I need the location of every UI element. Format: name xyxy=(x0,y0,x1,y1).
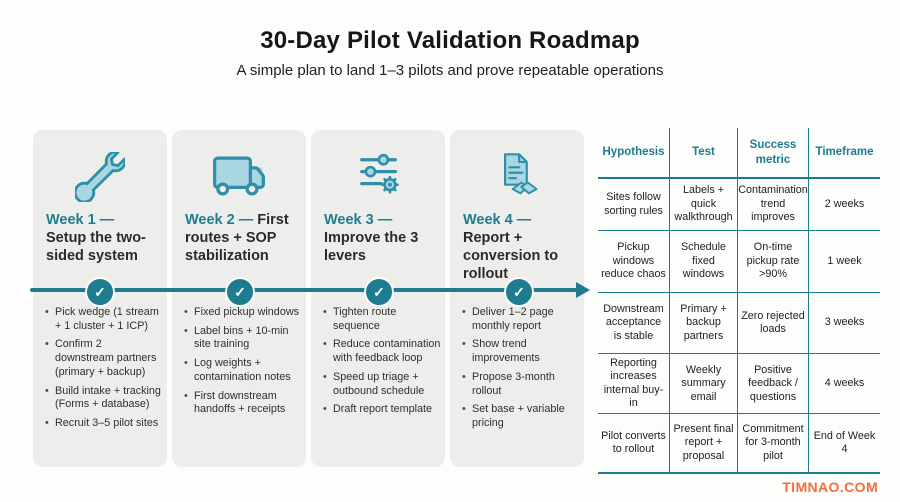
list-item: First downstream handoffs + receipts xyxy=(183,390,302,417)
table-cell: 4 weeks xyxy=(808,354,880,414)
list-item: Label bins + 10-min site training xyxy=(183,325,302,352)
table-cell: On-time pickup rate >90% xyxy=(737,231,808,292)
table-cell: Contamination trend improves xyxy=(737,179,808,230)
week1-title: Week 1 — Setup the two-sided system xyxy=(46,212,146,264)
column-header: Timeframe xyxy=(808,128,880,177)
timeline-line xyxy=(30,288,578,292)
week2-check-icon: ✓ xyxy=(225,277,255,307)
list-item: Speed up triage + outbound schedule xyxy=(322,371,441,398)
week3-check-icon: ✓ xyxy=(364,277,394,307)
list-item: Draft report template xyxy=(322,403,441,417)
week4-card: Week 4 — Report + conversion to rollout … xyxy=(450,130,584,467)
validation-table: Hypothesis Test Success metric Timeframe… xyxy=(598,128,880,474)
list-item: Confirm 2 downstream partners (primary +… xyxy=(44,338,163,379)
list-item: Recruit 3–5 pilot sites xyxy=(44,417,163,431)
week2-title: Week 2 — First routes + SOP stabilizatio… xyxy=(185,212,289,264)
table-cell: Zero rejected loads xyxy=(737,293,808,353)
list-item: Reduce contamination with feedback loop xyxy=(322,338,441,365)
table-cell: Reporting increases internal buy-in xyxy=(603,357,664,410)
table-cell: End of Week 4 xyxy=(808,414,880,472)
table-cell: 1 week xyxy=(808,231,880,292)
week1-bullets: Pick wedge (1 stream + 1 cluster + 1 ICP… xyxy=(44,306,163,436)
wrench-icon xyxy=(33,130,167,202)
page-title: 30-Day Pilot Validation Roadmap xyxy=(260,27,640,54)
column-header: Success metric xyxy=(737,128,808,177)
table-cell: Primary + backup partners xyxy=(669,293,737,353)
page-subtitle: A simple plan to land 1–3 pilots and pro… xyxy=(236,62,664,79)
table-cell: Positive feedback / questions xyxy=(737,354,808,414)
week4-check-icon: ✓ xyxy=(504,277,534,307)
watermark: TIMNAO.COM xyxy=(782,479,878,495)
week3-bullets: Tighten route sequence Reduce contaminat… xyxy=(322,306,441,422)
list-item: Build intake + tracking (Forms + databas… xyxy=(44,385,163,412)
table-header-row: Hypothesis Test Success metric Timeframe xyxy=(598,128,880,179)
list-item: Deliver 1–2 page monthly report xyxy=(461,306,580,333)
table-cell: Labels + quick walkthrough xyxy=(669,179,737,230)
table-cell: 2 weeks xyxy=(808,179,880,230)
truck-icon xyxy=(172,130,306,202)
column-header: Test xyxy=(669,128,737,177)
timeline-arrow-icon xyxy=(576,282,590,298)
table-row: Reporting increases internal buy-in Week… xyxy=(598,354,880,414)
table-row: Downstream acceptance is stable Primary … xyxy=(598,293,880,354)
list-item: Set base + variable pricing xyxy=(461,403,580,430)
week4-bullets: Deliver 1–2 page monthly report Show tre… xyxy=(461,306,580,436)
table-cell: Sites follow sorting rules xyxy=(604,191,663,217)
list-item: Tighten route sequence xyxy=(322,306,441,333)
table-cell: Downstream acceptance is stable xyxy=(603,302,664,342)
list-item: Fixed pickup windows xyxy=(183,306,302,320)
week1-card: Week 1 — Setup the two-sided system Pick… xyxy=(33,130,167,467)
week4-title: Week 4 — Report + conversion to rollout xyxy=(463,212,559,282)
table-cell: Pilot converts to rollout xyxy=(601,429,666,455)
week1-check-icon: ✓ xyxy=(85,277,115,307)
column-header: Hypothesis xyxy=(602,146,665,159)
table-cell: Commitment for 3-month pilot xyxy=(737,414,808,472)
table-row: Sites follow sorting rules Labels + quic… xyxy=(598,179,880,231)
list-item: Show trend improvements xyxy=(461,338,580,365)
table-cell: 3 weeks xyxy=(808,293,880,353)
list-item: Propose 3-month rollout xyxy=(461,371,580,398)
week2-card: Week 2 — First routes + SOP stabilizatio… xyxy=(172,130,306,467)
list-item: Log weights + contamination notes xyxy=(183,357,302,384)
week3-title: Week 3 — Improve the 3 levers xyxy=(324,212,419,264)
table-cell: Schedule fixed windows xyxy=(669,231,737,292)
sliders-icon xyxy=(311,130,445,202)
table-row: Pickup windows reduce chaos Schedule fix… xyxy=(598,231,880,293)
report-handshake-icon xyxy=(450,130,584,202)
table-cell: Pickup windows reduce chaos xyxy=(601,241,666,281)
table-row: Pilot converts to rollout Present final … xyxy=(598,414,880,474)
week2-bullets: Fixed pickup windows Label bins + 10-min… xyxy=(183,306,302,422)
list-item: Pick wedge (1 stream + 1 cluster + 1 ICP… xyxy=(44,306,163,333)
table-cell: Present final report + proposal xyxy=(669,414,737,472)
table-cell: Weekly summary email xyxy=(669,354,737,414)
